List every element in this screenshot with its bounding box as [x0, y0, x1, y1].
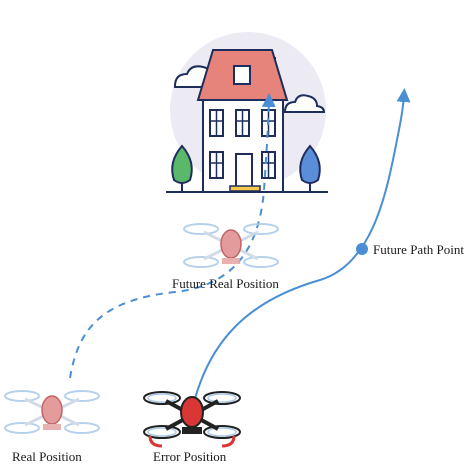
error-position-label: Error Position [153, 449, 227, 464]
planned-path-solid [189, 88, 411, 421]
future-path-point-label: Future Path Point [373, 242, 465, 257]
future-real-position-label: Future Real Position [172, 276, 279, 291]
drone-icon-real [4, 390, 100, 434]
drone-icon-error [143, 391, 241, 448]
real-position-label: Real Position [12, 449, 82, 464]
real-path-dashed [69, 93, 276, 379]
drone-icon-future [183, 223, 279, 268]
house-door [235, 153, 253, 189]
tree-icon-right [299, 144, 321, 192]
tree-icon-left [171, 144, 193, 192]
path-point-icon [356, 243, 368, 255]
house-icon [166, 32, 328, 193]
cloud-icon-right [283, 94, 326, 113]
